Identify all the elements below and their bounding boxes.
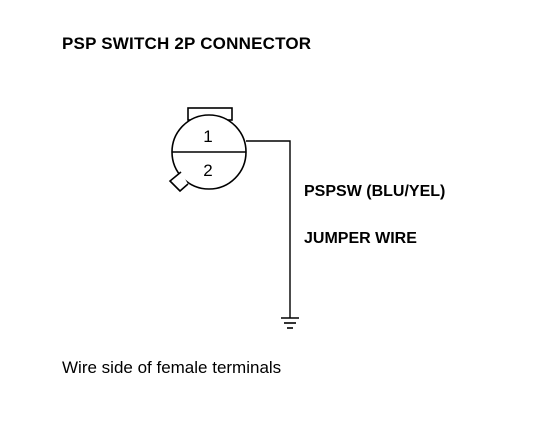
connector-key-notch (168, 171, 189, 193)
jumper-wire-label: JUMPER WIRE (304, 230, 417, 247)
diagram-caption: Wire side of female terminals (62, 358, 282, 377)
pin-2-label: 2 (203, 161, 212, 180)
ground-icon (281, 317, 299, 329)
wire-color-label: PSPSW (BLU/YEL) (304, 183, 446, 200)
connector-2p (168, 107, 247, 193)
diagram-title: PSP SWITCH 2P CONNECTOR (62, 34, 312, 53)
pin-1-label: 1 (203, 127, 212, 146)
jumper-wire-line (246, 140, 291, 318)
